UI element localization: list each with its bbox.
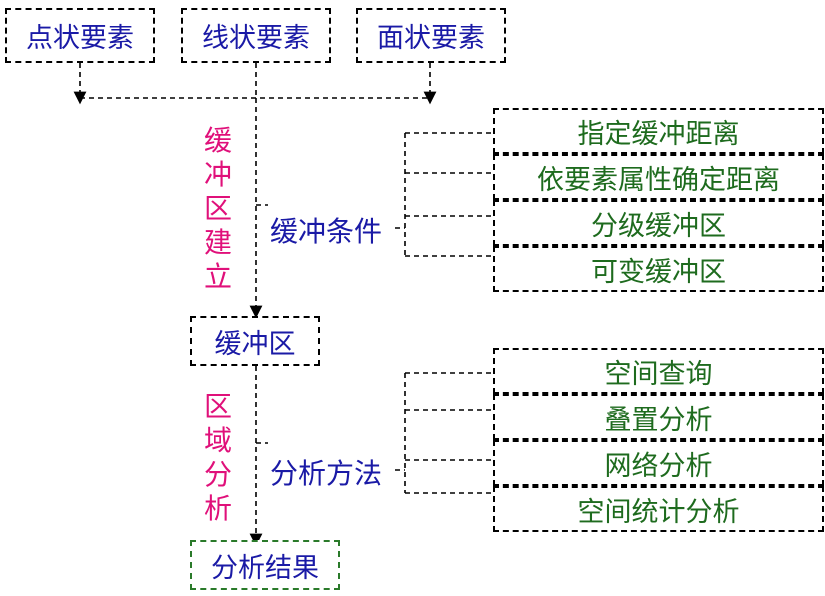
stage-label-region-analysis: 区 域 分 析 (203, 390, 232, 525)
method-item-label: 空间查询 (604, 358, 713, 390)
input-line-label: 线状要素 (202, 23, 310, 54)
method-item: 空间查询 (493, 348, 824, 394)
method-item: 网络分析 (493, 440, 824, 486)
condition-item: 依要素属性确定距离 (493, 154, 824, 200)
method-item-label: 网络分析 (604, 450, 713, 482)
method-item-label: 叠置分析 (604, 404, 713, 436)
input-area-features: 面状要素 (356, 8, 506, 63)
buffer-condition-label: 缓冲条件 (270, 215, 383, 248)
analysis-result-label: 分析结果 (211, 552, 319, 584)
method-item: 叠置分析 (493, 394, 824, 440)
stage-label-buffer-creation: 缓 冲 区 建 立 (203, 124, 232, 293)
method-item: 空间统计分析 (493, 486, 824, 532)
input-line-features: 线状要素 (181, 8, 331, 63)
condition-item: 分级缓冲区 (493, 200, 824, 246)
condition-item-label: 依要素属性确定距离 (537, 164, 780, 196)
buffer-zone-label: 缓冲区 (214, 328, 296, 360)
analysis-method-label: 分析方法 (270, 457, 383, 490)
condition-item: 可变缓冲区 (493, 246, 824, 292)
input-point-label: 点状要素 (26, 23, 134, 54)
buffer-zone-box: 缓冲区 (190, 316, 320, 366)
input-area-label: 面状要素 (377, 23, 485, 54)
condition-item: 指定缓冲距离 (493, 108, 824, 154)
condition-item-label: 可变缓冲区 (591, 256, 726, 288)
method-item-label: 空间统计分析 (577, 496, 740, 528)
condition-item-label: 指定缓冲距离 (577, 118, 740, 150)
analysis-result-box: 分析结果 (190, 540, 340, 590)
condition-item-label: 分级缓冲区 (591, 210, 726, 242)
input-point-features: 点状要素 (5, 8, 155, 63)
